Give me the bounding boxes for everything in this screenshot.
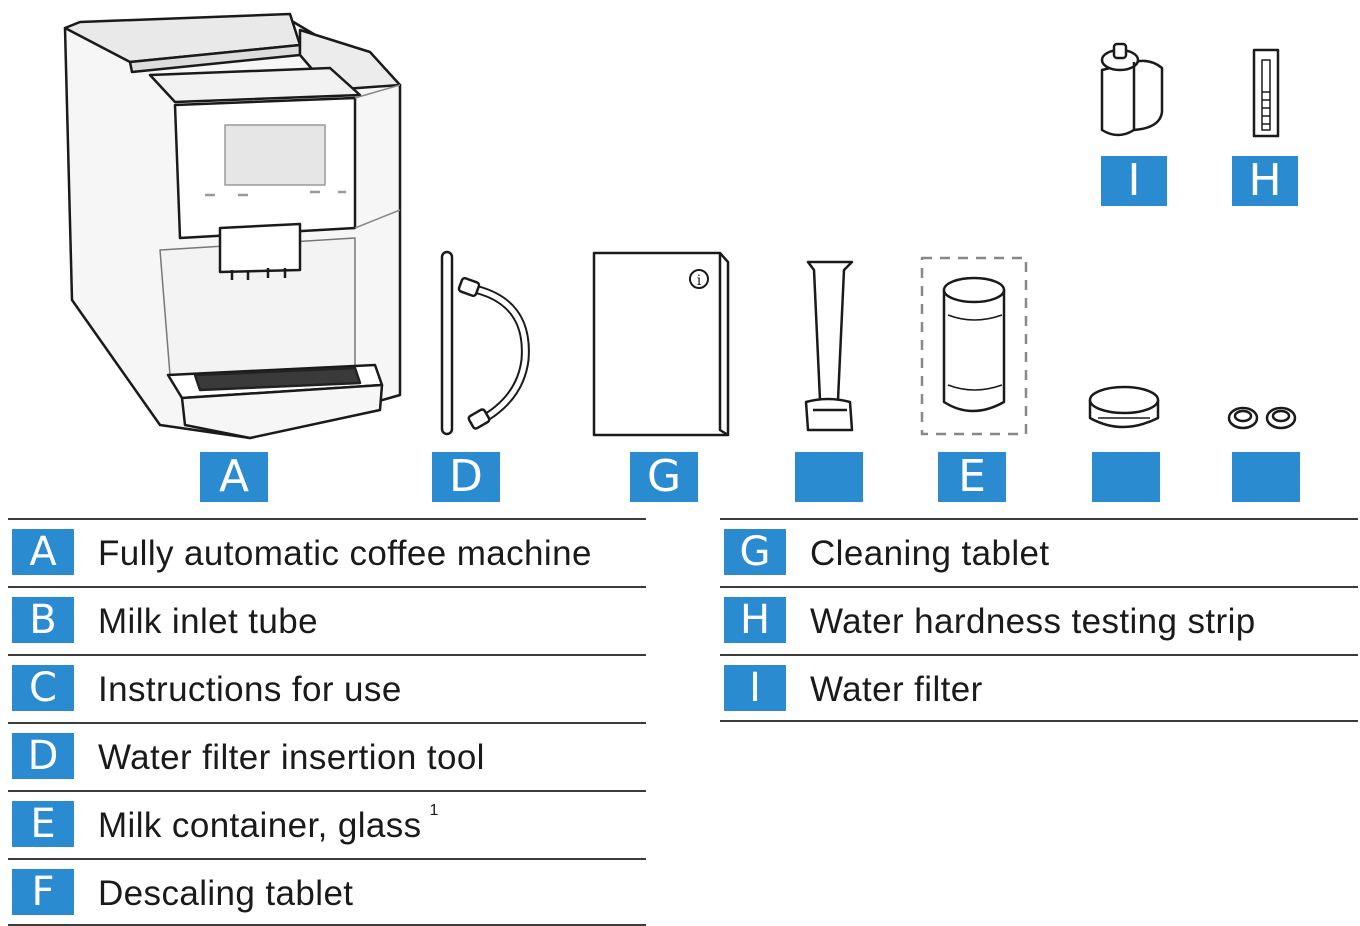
figure-label-e: E <box>938 452 1006 502</box>
legend-text: Descaling tablet <box>98 874 354 913</box>
legend-key: I <box>724 665 786 711</box>
legend-row: A Fully automatic coffee machine <box>8 518 646 586</box>
legend-row: H Water hardness testing strip <box>720 586 1358 654</box>
legend-text: Water filter insertion tool <box>98 738 485 777</box>
parts-drawing: i <box>63 12 1297 440</box>
figure-label-tablets <box>1232 452 1300 502</box>
legend-row: G Cleaning tablet <box>720 518 1358 586</box>
legend-text: Water hardness testing strip <box>810 602 1256 641</box>
legend-key: C <box>12 665 74 711</box>
legend-left: A Fully automatic coffee machine B Milk … <box>8 518 646 926</box>
milk-tube-image <box>440 250 530 436</box>
water-filter-image <box>1100 42 1164 137</box>
footnote-marker: 1 <box>429 802 439 819</box>
legend-key: B <box>12 597 74 643</box>
figure-label-descaling <box>1092 452 1160 502</box>
insertion-tool-image <box>804 260 854 432</box>
legend-text: Instructions for use <box>98 670 402 709</box>
legend-key: G <box>724 529 786 575</box>
parts-illustration: i <box>63 12 1300 502</box>
legend-row: C Instructions for use <box>8 654 646 722</box>
figure-label-tool <box>795 452 863 502</box>
legend-key: A <box>12 529 74 575</box>
figure-label-i: I <box>1101 156 1167 206</box>
cleaning-tablets-image <box>1227 406 1297 430</box>
legend-row: D Water filter insertion tool <box>8 722 646 790</box>
booklet-image: i <box>592 251 730 437</box>
milk-container-image <box>920 256 1028 436</box>
legend-key: D <box>12 733 74 779</box>
legend-text: Fully automatic coffee machine <box>98 534 592 573</box>
legend-row: B Milk inlet tube <box>8 586 646 654</box>
figure-label-a: A <box>200 452 268 502</box>
testing-strip-image <box>1252 48 1280 138</box>
legend-text: Cleaning tablet <box>810 534 1050 573</box>
legend-row: F Descaling tablet <box>8 858 646 926</box>
figure-label-h: H <box>1232 156 1298 206</box>
coffee-machine-image <box>63 12 402 440</box>
legend-key: E <box>12 801 74 847</box>
legend-key: H <box>724 597 786 643</box>
legend-text: Water filter <box>810 670 983 709</box>
legend-row: I Water filter <box>720 654 1358 722</box>
figure-label-g: G <box>630 452 698 502</box>
legend-key: F <box>12 869 74 915</box>
figure-label-d: D <box>432 452 500 502</box>
svg-text:i: i <box>697 273 702 289</box>
legend-right: G Cleaning tablet H Water hardness testi… <box>720 518 1358 722</box>
legend-text: Milk inlet tube <box>98 602 318 641</box>
descaling-tablet-image <box>1088 385 1160 429</box>
